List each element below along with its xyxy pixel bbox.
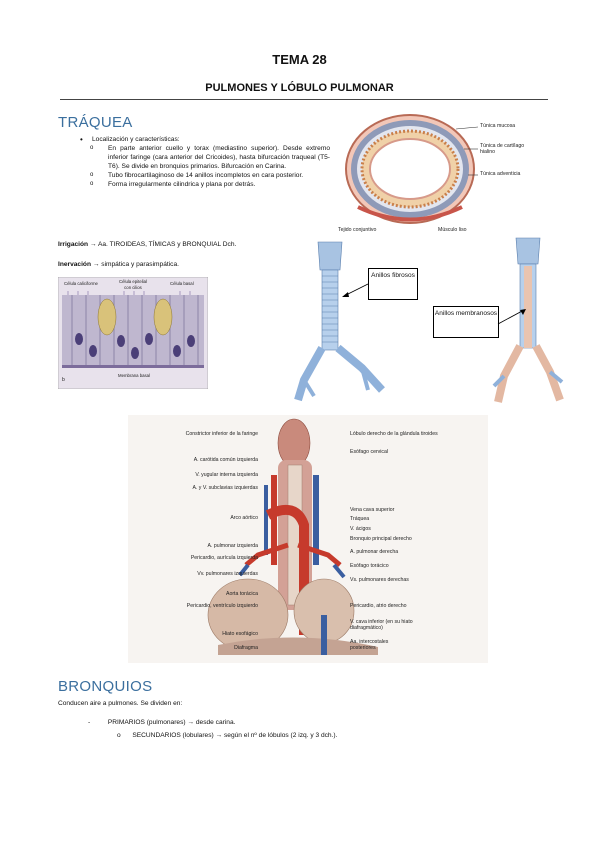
label-vs-pulmonares-der: Vs. pulmonares derechas: [350, 577, 409, 583]
inervacion-label: Inervación: [58, 261, 91, 268]
bronquios-secundarios-item: o SECUNDARIOS (lobulares) → según el nº …: [117, 731, 337, 740]
respiratory-epithelium-illustration: [57, 276, 209, 390]
label-pulmonar-derecha: A. pulmonar derecha: [350, 549, 399, 555]
label-celula-caliciforme: Célula caliciforme: [64, 281, 98, 286]
trachea-cross-section-figure: Túnica mucosa Túnica de cartílago hialin…: [338, 107, 548, 235]
label-esofago-toracico: Esófago torácico: [350, 563, 389, 569]
trachea-posterior-illustration: [492, 237, 564, 403]
label-vena-cava-inferior: V. cava inferior (en su hiato diafragmát…: [350, 619, 413, 631]
label-celula-epitelial: Célula epitelial con cilios: [119, 279, 147, 290]
label-aorta-toracica: Aorta torácica: [225, 591, 258, 597]
primarios-text: desde carina.: [195, 719, 236, 726]
trachea-posterior-figure: [488, 236, 568, 408]
irrigacion-text: Aa. TIROIDEAS, TÍMICAS y BRONQUIAL Dch.: [97, 241, 237, 248]
primarios-label: PRIMARIOS (pulmonares): [107, 719, 186, 726]
mediastinum-figure: Constrictor inferior de la faringe A. ca…: [128, 415, 488, 663]
list-item: Localización y características:: [80, 135, 330, 144]
label-b: b: [62, 377, 65, 383]
list-item-text: Tubo fibrocartilaginoso de 14 anillos in…: [108, 172, 304, 179]
irrigacion-line: Irrigación → Aa. TIROIDEAS, TÍMICAS y BR…: [58, 240, 236, 249]
callout-anillos-fibrosos: Anillos fibrosos: [368, 268, 418, 300]
label-diafragma: Diafragma: [234, 645, 258, 651]
label-pericardio-atrio: Pericardio, atrio derecho: [350, 603, 407, 609]
label-musculo-liso: Músculo liso: [438, 227, 467, 233]
trachea-anterior-figure: [290, 240, 400, 405]
label-constrictor-inferior: Constrictor inferior de la faringe: [185, 431, 258, 437]
arrow-icon: →: [187, 719, 195, 726]
callout-text: Anillos membranosos: [434, 310, 498, 317]
callout-anillos-membranosos: Anillos membranosos: [433, 306, 499, 338]
bronquios-primarios-item: - PRIMARIOS (pulmonares) → desde carina.: [88, 718, 235, 727]
label-pericardio-auricula: Pericardio, aurícula izquierda: [190, 555, 258, 561]
epithelium-figure: Célula caliciforme Célula epitelial con …: [57, 276, 209, 390]
label-subclavias: A. y V. subclavias izquierdas: [192, 485, 258, 491]
trachea-anterior-illustration: [294, 241, 385, 402]
arrow-icon: →: [92, 261, 100, 268]
list-marker: o: [117, 732, 121, 739]
arrow-icon: →: [89, 241, 97, 248]
header-divider: [60, 99, 548, 100]
label-hiato-esofagico: Hiato esofágico: [222, 631, 258, 637]
bronquios-intro: Conducen aire a pulmones. Se dividen en:: [58, 700, 183, 707]
label-esofago-cervical: Esófago cervical: [350, 449, 389, 455]
label-v-acigos: V. ácigos: [350, 526, 371, 532]
traquea-characteristics-list: Localización y características: En parte…: [80, 135, 330, 189]
label-arco-aortico: Arco aórtico: [230, 515, 258, 521]
label-membrana-basal: Membrana basal: [118, 373, 151, 378]
label-traquea: Tráquea: [350, 516, 370, 522]
list-dash: -: [88, 719, 91, 726]
label-pericardio-ventriculo: Pericardio, ventrículo izquierdo: [186, 603, 258, 609]
label-tunica-mucosa: Túnica mucosa: [480, 123, 516, 129]
list-item: Forma irregularmente cilindrica y plana …: [80, 180, 330, 189]
list-item: Tubo fibrocartilaginoso de 14 anillos in…: [80, 171, 330, 180]
label-tunica-cartilago: Túnica de cartílago hialino: [480, 143, 525, 155]
section-heading-traquea: TRÁQUEA: [58, 114, 133, 131]
page-subtitle: PULMONES Y LÓBULO PULMONAR: [205, 82, 394, 94]
mediastinum-illustration: [128, 415, 488, 663]
label-vena-cava-superior: Vena cava superior: [350, 507, 395, 513]
inervacion-line: Inervación → simpática y parasimpática.: [58, 260, 179, 269]
list-item: En parte anterior cuello y torax (medias…: [80, 144, 330, 171]
arrow-icon: [342, 283, 369, 297]
arrow-icon: →: [215, 732, 223, 739]
list-item-text: En parte anterior cuello y torax (medias…: [108, 145, 330, 170]
secundarios-text: según el nº de lóbulos (2 izq. y 3 dch.)…: [223, 732, 338, 739]
label-intercostales: Aa. intercostales posteriores: [350, 639, 389, 651]
label-bronquio-principal: Bronquio principal derecho: [350, 536, 412, 542]
list-item-text: Localización y características:: [92, 136, 180, 143]
callout-text: Anillos fibrosos: [371, 272, 415, 279]
irrigacion-label: Irrigación: [58, 241, 89, 248]
list-item-text: Forma irregularmente cilindrica y plana …: [108, 181, 256, 188]
label-yugular-interna: V. yugular interna izquierda: [195, 472, 258, 478]
label-celula-basal: Célula basal: [170, 281, 194, 286]
secundarios-label: SECUNDARIOS (lobulares): [132, 732, 214, 739]
label-lobulo-tiroides: Lóbulo derecho de la glándula tiroides: [350, 431, 438, 437]
label-carotida-comun: A. carótida común izquierda: [193, 457, 258, 463]
label-tejido-conjuntivo: Tejido conjuntivo: [338, 227, 377, 233]
trachea-cross-section-illustration: [345, 114, 479, 224]
inervacion-text: simpática y parasimpática.: [101, 261, 179, 268]
page-title: TEMA 28: [272, 52, 327, 67]
section-heading-bronquios: BRONQUIOS: [58, 678, 153, 695]
arrow-icon: [497, 309, 526, 325]
label-vv-pulmonares-izq: Vv. pulmonares izquierdas: [197, 571, 258, 577]
label-tunica-adventicia: Túnica adventicia: [480, 171, 521, 177]
label-pulmonar-izquierda: A. pulmonar izquierda: [207, 543, 258, 549]
